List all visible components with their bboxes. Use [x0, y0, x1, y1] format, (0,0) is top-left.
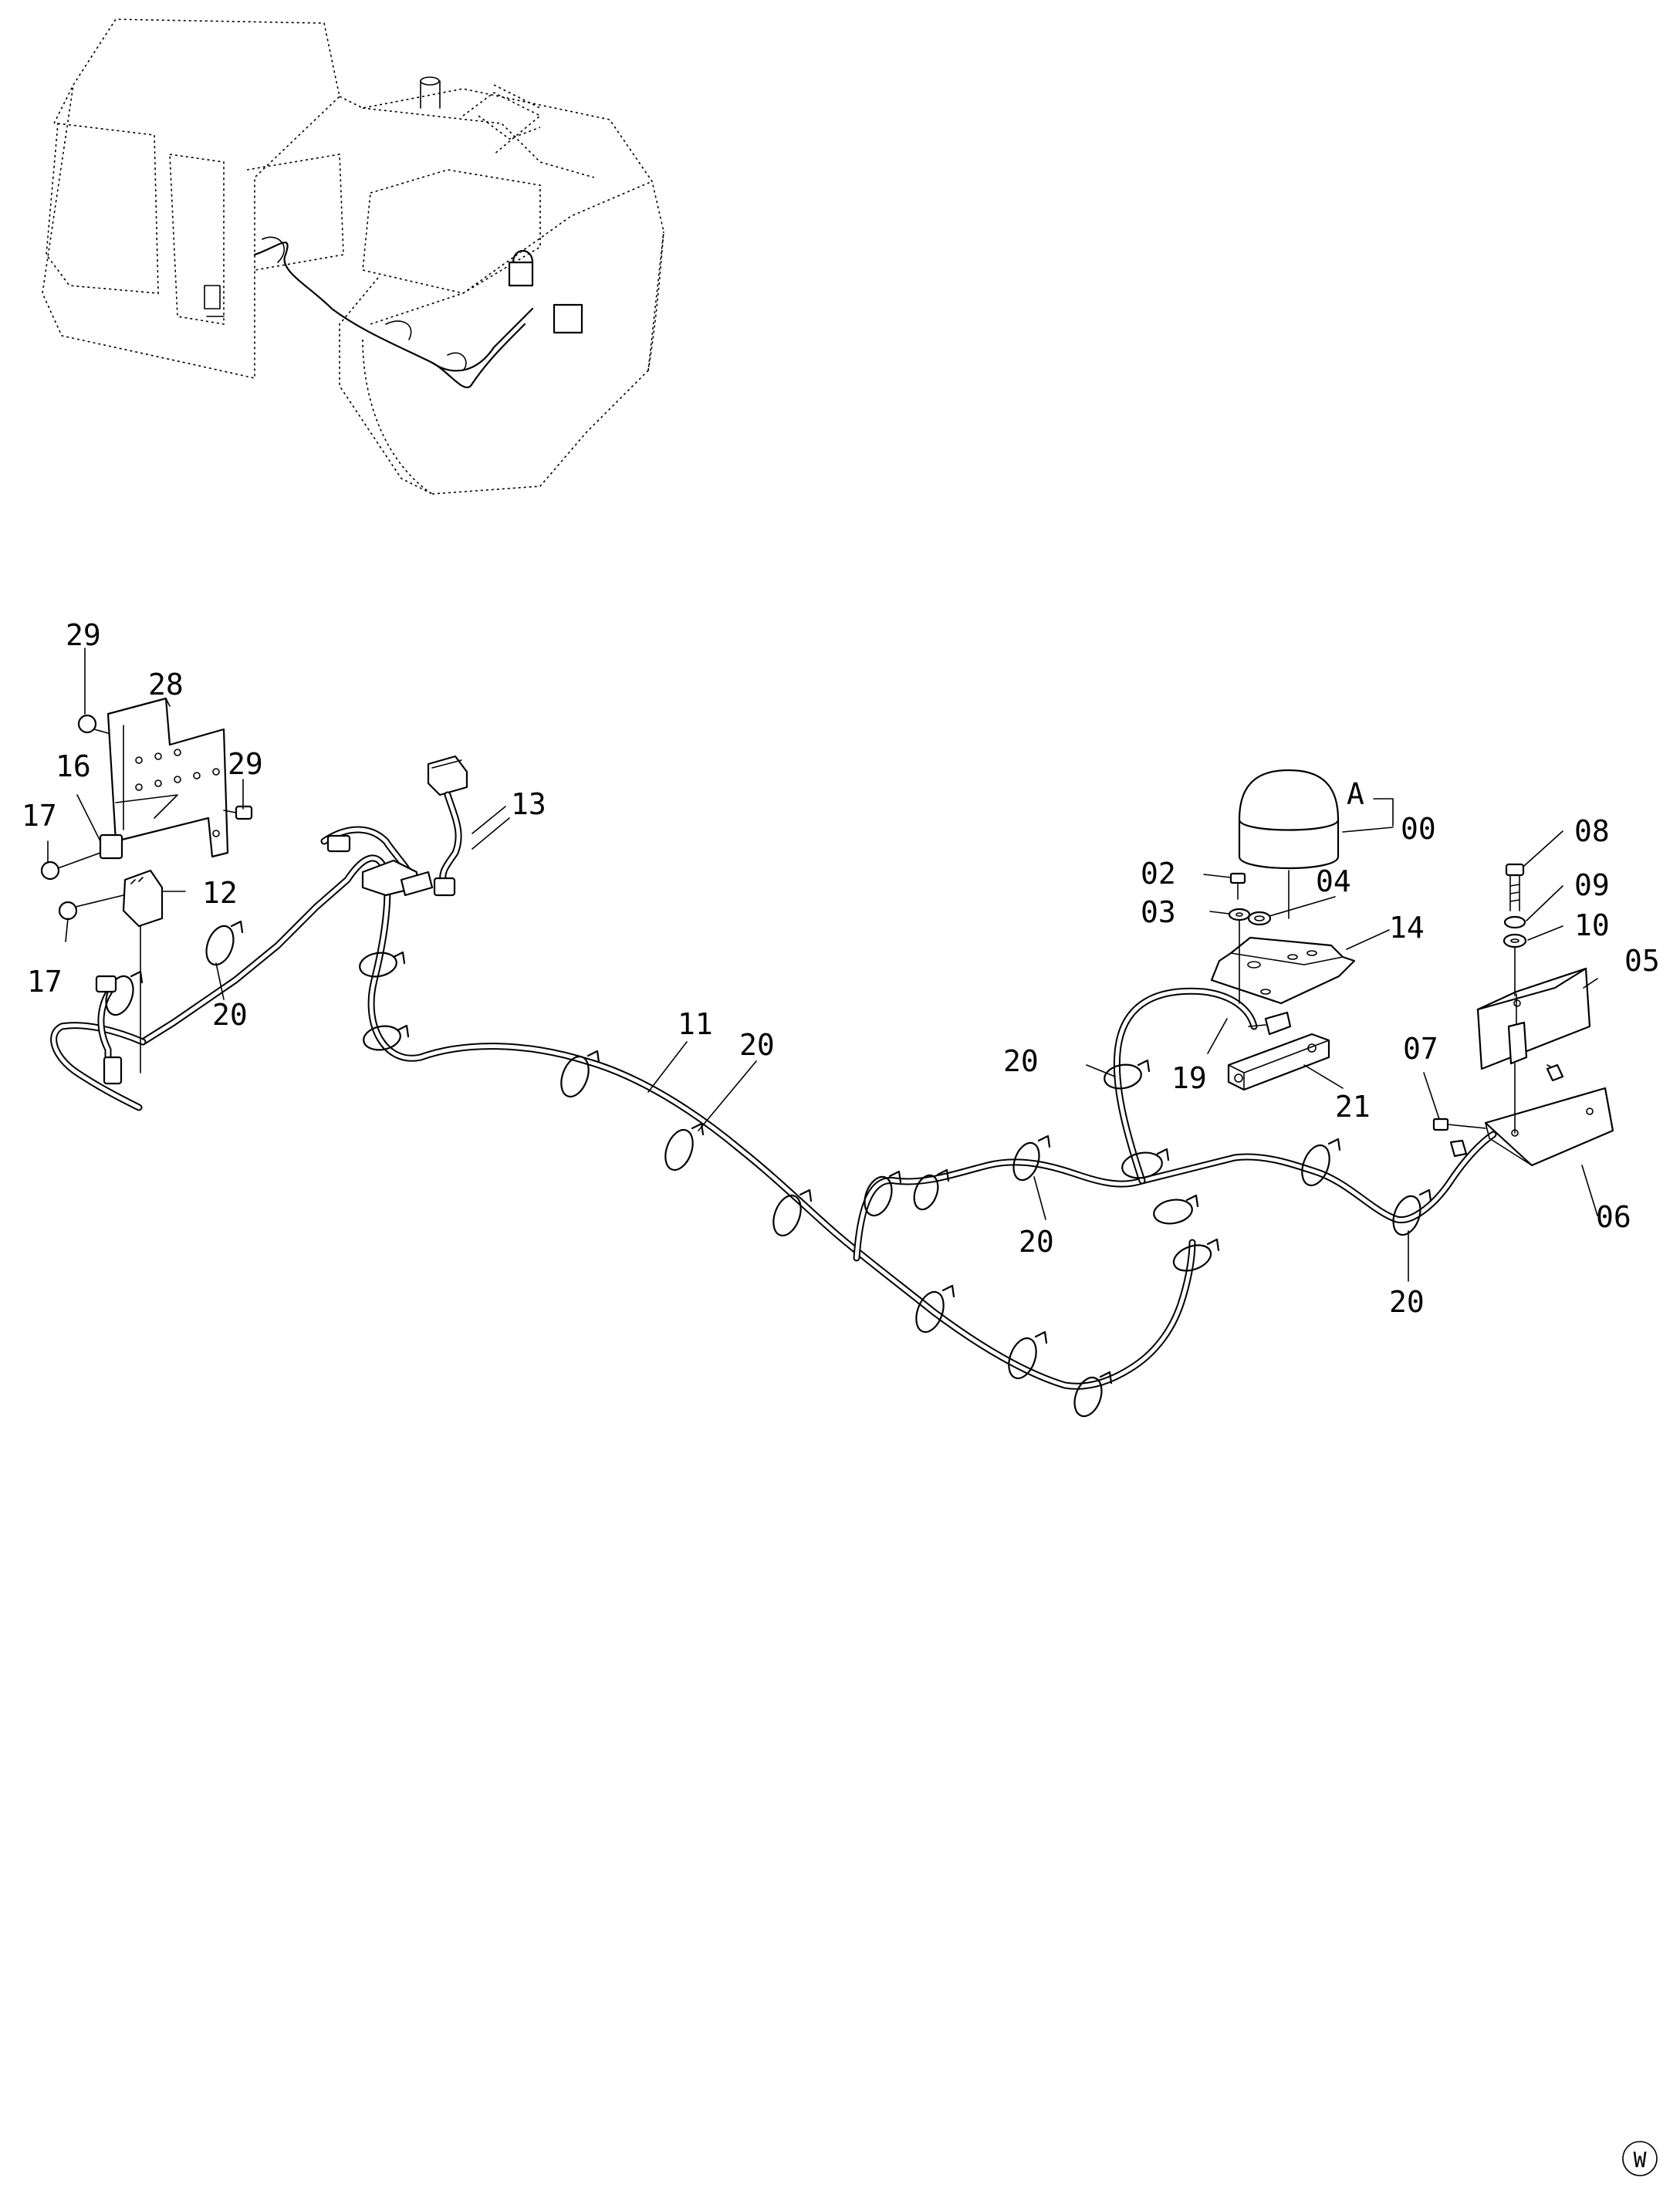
label-17-bottom: 17 [27, 965, 63, 999]
label-12: 12 [202, 876, 238, 910]
spacer-block-21 [1227, 1033, 1330, 1091]
clamp-19 [1248, 1011, 1292, 1036]
label-29-top: 29 [66, 618, 101, 652]
bolt-08 [1505, 863, 1525, 911]
label-19: 19 [1171, 1061, 1207, 1095]
mounting-plate-06 [1484, 1063, 1614, 1167]
control-box-05 [1476, 946, 1591, 1082]
corner-mark: W [1622, 2141, 1658, 2176]
label-20-center: 20 [1003, 1044, 1039, 1078]
label-13: 13 [511, 787, 546, 821]
callout-labels: 29 28 29 16 17 12 17 20 13 11 20 A 00 02… [22, 618, 1660, 1319]
label-20-lower: 20 [1019, 1225, 1054, 1259]
connector-13 [427, 755, 510, 897]
label-00: 00 [1401, 812, 1436, 846]
bolt-17-top [40, 852, 101, 881]
bolt-29-right [223, 805, 253, 820]
leader-lines [47, 647, 1598, 1282]
label-14: 14 [1389, 911, 1425, 945]
label-16: 16 [56, 749, 91, 783]
label-06: 06 [1596, 1200, 1631, 1234]
corner-mark-text: W [1634, 2147, 1647, 2172]
washer-04 [1247, 911, 1272, 926]
relay-16 [99, 833, 123, 860]
harness-connector-block [326, 834, 434, 897]
bolt-02 [1229, 872, 1246, 900]
label-a: A [1347, 777, 1364, 811]
label-10: 10 [1574, 908, 1610, 942]
label-02: 02 [1141, 857, 1176, 891]
label-20-left: 20 [212, 998, 248, 1032]
washer-09 [1503, 915, 1526, 929]
washer-03 [1228, 908, 1251, 921]
screw-07 [1432, 1117, 1486, 1158]
label-04: 04 [1316, 864, 1351, 898]
bracket-28 [106, 697, 229, 858]
bolt-17-bottom [58, 894, 124, 921]
label-28: 28 [148, 668, 184, 702]
label-29-right: 29 [228, 747, 263, 781]
label-09: 09 [1574, 868, 1610, 902]
bracket-14 [1210, 919, 1356, 1005]
bolt-29-top [77, 714, 109, 734]
connector-left-end [95, 975, 123, 1085]
label-20-mid: 20 [739, 1028, 775, 1062]
label-11: 11 [678, 1007, 713, 1041]
label-07: 07 [1403, 1032, 1438, 1066]
label-05: 05 [1624, 944, 1660, 978]
washer-10 [1503, 933, 1527, 948]
label-03: 03 [1141, 895, 1176, 929]
label-20-right: 20 [1389, 1285, 1425, 1319]
label-17-top: 17 [22, 799, 57, 833]
excavator-overview-illustration [42, 19, 664, 495]
label-21: 21 [1335, 1090, 1371, 1124]
beacon-lamp-00 [1238, 769, 1340, 919]
label-08: 08 [1574, 814, 1610, 848]
relay-12 [122, 869, 164, 1074]
